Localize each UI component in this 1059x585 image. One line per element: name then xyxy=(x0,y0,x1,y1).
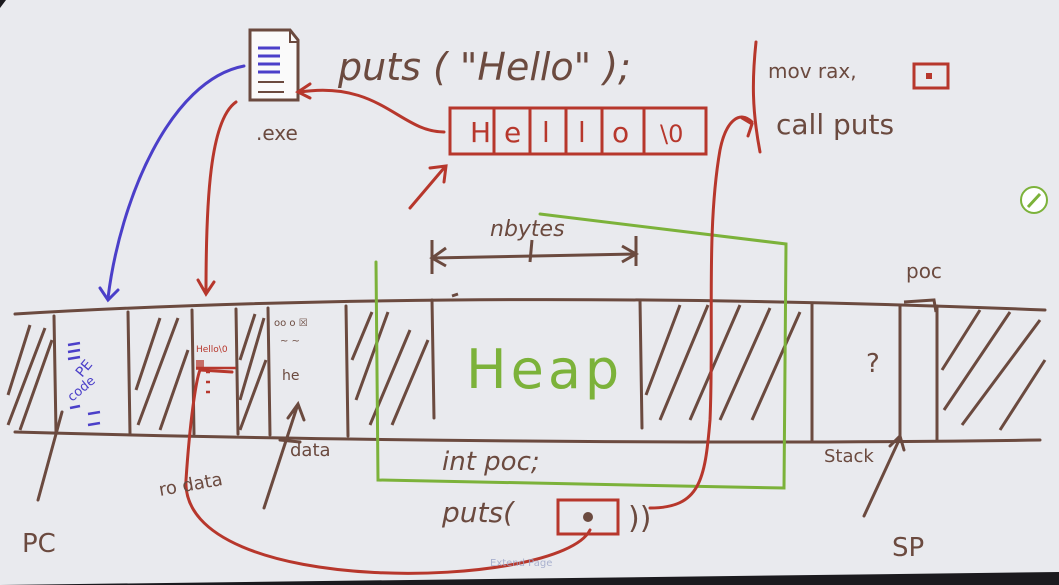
asm-mov: mov rax, xyxy=(768,59,857,83)
puts-poc-label: puts( xyxy=(441,496,515,529)
hello-small-label: Hello\0 xyxy=(196,345,228,355)
svg-text:~ ~: ~ ~ xyxy=(280,336,300,347)
puts-pointer-box xyxy=(556,498,620,536)
red-arrows xyxy=(184,40,762,575)
data-segment-content: oo o ☒ ~ ~ he xyxy=(274,318,308,384)
question-mark: ? xyxy=(866,349,880,379)
hello-cell-4: o xyxy=(612,116,629,149)
hello-cell-1: e xyxy=(504,116,521,149)
pointer-lines xyxy=(36,400,906,518)
pen-icon[interactable] xyxy=(1020,186,1048,214)
poc-bracket xyxy=(903,298,938,313)
memory-hatching xyxy=(6,304,1047,431)
puts-call: puts ( "Hello" ); xyxy=(337,45,631,89)
memory-band xyxy=(13,298,1047,444)
poc-top-label: poc xyxy=(906,259,942,283)
hello-cell-2: l xyxy=(542,116,550,149)
data-label: data xyxy=(290,440,331,461)
hello-array: H e l l o \0 xyxy=(448,106,708,156)
exe-label: .exe xyxy=(256,121,298,145)
puts-close-label: )) xyxy=(628,501,651,536)
asm-call: call puts xyxy=(776,108,894,141)
nbytes-label: nbytes xyxy=(490,217,565,242)
nbytes-arrow xyxy=(429,236,640,298)
stack-label: Stack xyxy=(824,446,874,467)
hello-cell-3: l xyxy=(578,116,586,149)
extend-page-label: Extend Page xyxy=(490,558,552,569)
svg-text:he: he xyxy=(282,368,300,384)
hello-cell-0: H xyxy=(470,116,491,149)
sp-label: SP xyxy=(892,533,924,563)
heap-region: Heap xyxy=(374,212,788,490)
int-poc-label: int poc; xyxy=(442,447,540,477)
pc-label: PC xyxy=(22,529,56,559)
blue-arrow xyxy=(98,64,246,303)
svg-text:oo o ☒: oo o ☒ xyxy=(274,318,308,329)
heap-label: Heap xyxy=(466,338,623,401)
asm-pointer-box xyxy=(912,62,950,90)
hello-cell-5: \0 xyxy=(660,120,683,148)
document-file-icon xyxy=(248,28,300,102)
